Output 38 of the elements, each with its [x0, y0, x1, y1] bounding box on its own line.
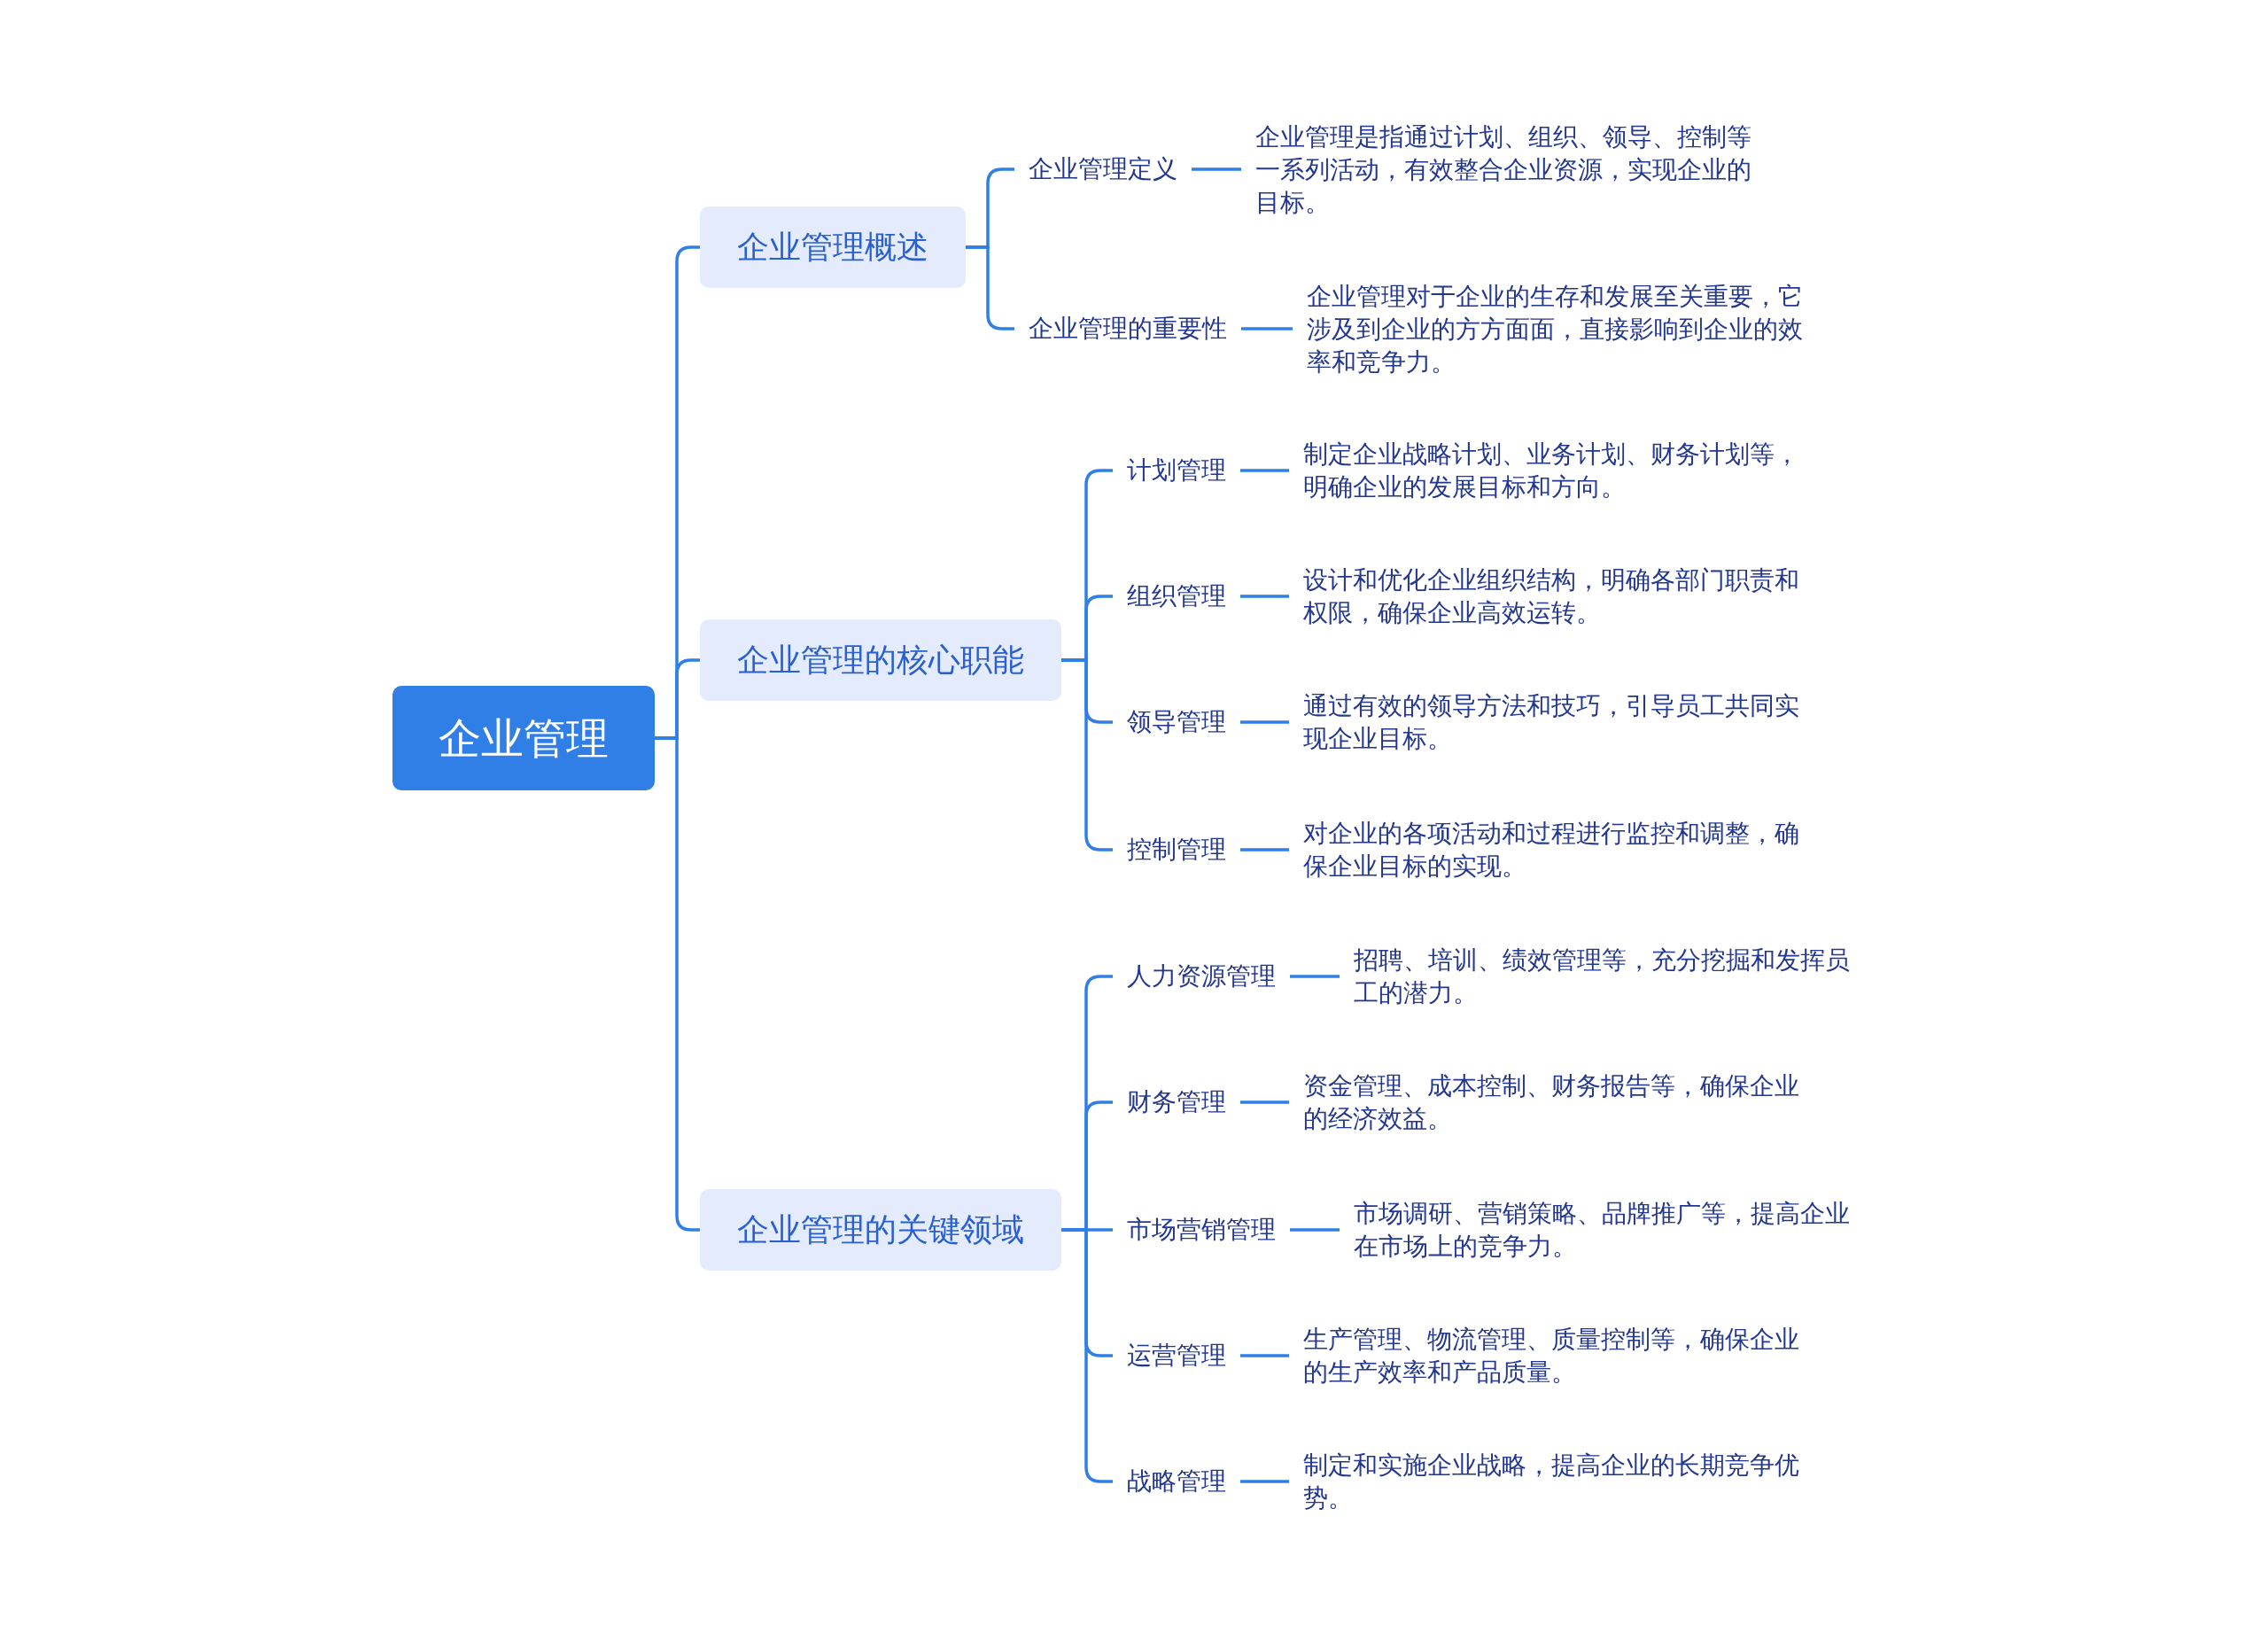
- subtopic-label: 市场营销管理: [1113, 1212, 1290, 1248]
- topic-box: 企业管理概述: [700, 206, 966, 288]
- description-text: 企业管理对于企业的生存和发展至关重要，它涉及到企业的方方面面，直接影响到企业的效率和竞争力。: [1293, 279, 1811, 378]
- subtopic-label: 财务管理: [1113, 1085, 1240, 1120]
- description-text: 市场调研、营销策略、品牌推广等，提高企业在市场上的竞争力。: [1340, 1197, 1858, 1263]
- connector-line: [1240, 469, 1289, 472]
- description-text: 生产管理、物流管理、质量控制等，确保企业的生产效率和产品质量。: [1289, 1323, 1807, 1388]
- connector-line: [1240, 1100, 1289, 1104]
- subtopic-label: 组织管理: [1113, 579, 1240, 614]
- connector-line: [1240, 1354, 1289, 1357]
- connector-line: [1290, 975, 1340, 978]
- subtopic-label: 企业管理定义: [1014, 152, 1192, 187]
- description-text: 对企业的各项活动和过程进行监控和调整，确保企业目标的实现。: [1289, 817, 1807, 883]
- subtopic-label: 计划管理: [1113, 453, 1240, 488]
- subtopic-label: 企业管理的重要性: [1014, 311, 1241, 346]
- description-text: 设计和优化企业组织结构，明确各部门职责和权限，确保企业高效运转。: [1289, 564, 1807, 629]
- topic-box: 企业管理的核心职能: [700, 619, 1061, 701]
- connector-line: [1241, 327, 1293, 330]
- description-text: 制定和实施企业战略，提高企业的长期竞争优势。: [1289, 1449, 1807, 1514]
- description-text: 制定企业战略计划、业务计划、财务计划等，明确企业的发展目标和方向。: [1289, 438, 1807, 503]
- connector-line: [1290, 1228, 1340, 1232]
- connector-line: [1192, 167, 1241, 171]
- subtopic-label: 人力资源管理: [1113, 959, 1290, 994]
- description-text: 企业管理是指通过计划、组织、领导、控制等一系列活动，有效整合企业资源，实现企业的目标。: [1241, 120, 1759, 219]
- connector-line: [1240, 1480, 1289, 1483]
- connector-line: [655, 736, 700, 1232]
- subtopic-label: 战略管理: [1113, 1464, 1240, 1499]
- connector-line: [1240, 720, 1289, 724]
- connector-line: [1240, 848, 1289, 851]
- description-text: 招聘、培训、绩效管理等，充分挖掘和发挥员工的潜力。: [1340, 944, 1858, 1009]
- description-text: 资金管理、成本控制、财务报告等，确保企业的经济效益。: [1289, 1069, 1807, 1135]
- topic-box: 企业管理的关键领域: [700, 1189, 1061, 1271]
- root-topic-box: 企业管理: [392, 686, 655, 790]
- subtopic-label: 领导管理: [1113, 704, 1240, 740]
- subtopic-label: 运营管理: [1113, 1338, 1240, 1373]
- connector-line: [1240, 595, 1289, 598]
- description-text: 通过有效的领导方法和技巧，引导员工共同实现企业目标。: [1289, 689, 1807, 755]
- subtopic-label: 控制管理: [1113, 832, 1240, 867]
